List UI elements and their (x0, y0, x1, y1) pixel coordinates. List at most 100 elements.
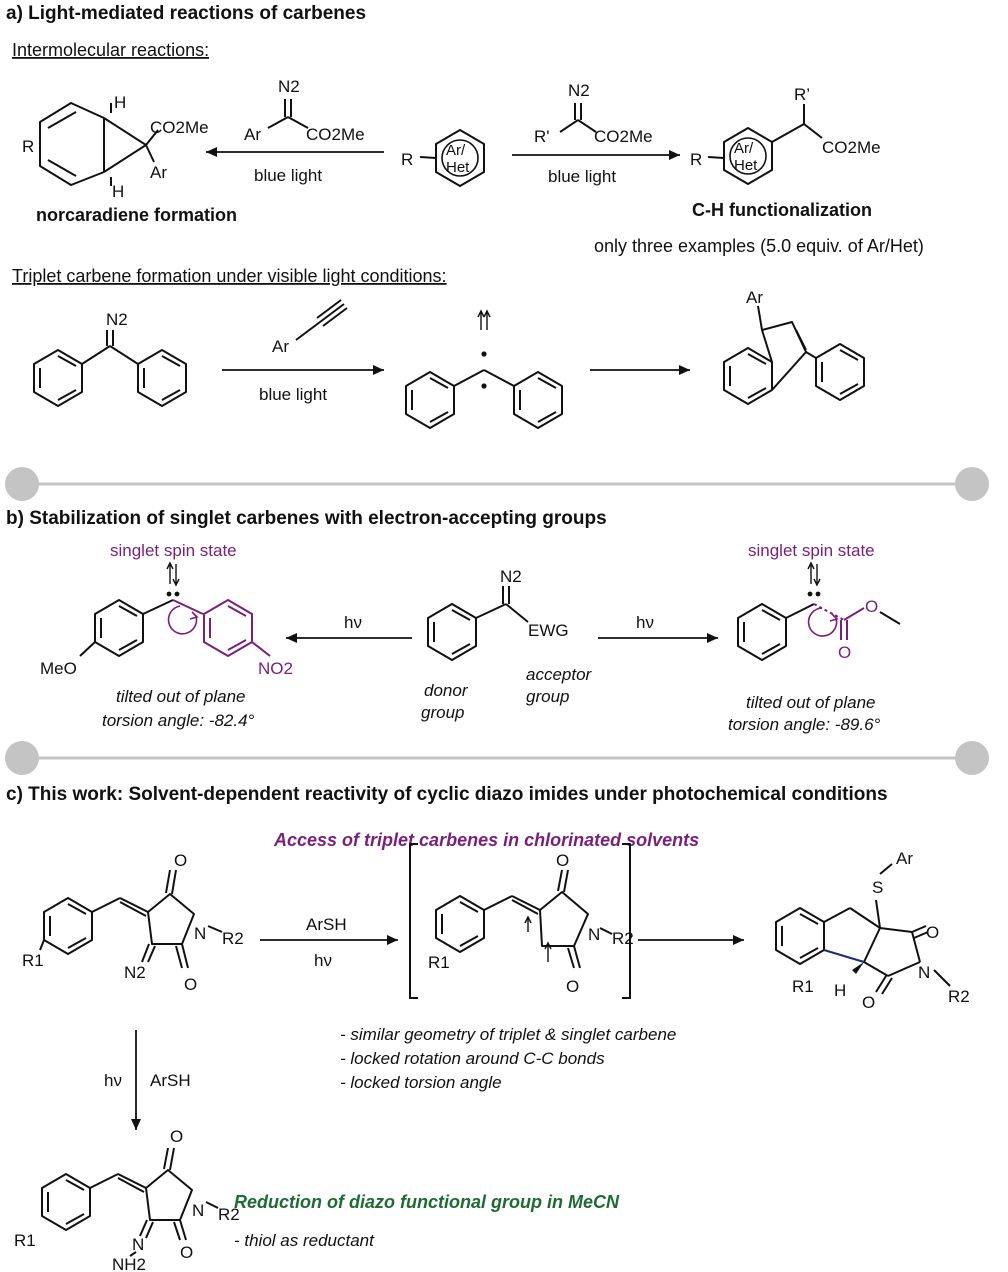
atom-o-top-3: O (926, 923, 939, 942)
diazo-reagent-left: N2 Ar CO2Me (244, 77, 365, 144)
atom-o-carbonyl: O (838, 643, 851, 662)
arsh-top: ArSH (306, 915, 347, 934)
heading-section-b: b) Stabilization of singlet carbenes wit… (6, 508, 607, 529)
arene-substrate: R Ar/ Het (401, 129, 485, 187)
atom-o-top-4: O (170, 1127, 183, 1146)
atom-h-bottom: H (112, 182, 124, 201)
diazo-reagent-right: N2 R' CO2Me (534, 81, 653, 146)
atom-r1-4: R1 (14, 1231, 36, 1250)
bullet-3: - locked torsion angle (340, 1073, 502, 1092)
atom-co2me-right: CO2Me (594, 127, 653, 146)
atom-n-hydrazone: N (132, 1235, 144, 1254)
torsion-right: torsion angle: -89.6° (728, 715, 881, 734)
note-ch: only three examples (5.0 equiv. of Ar/He… (594, 236, 924, 256)
singlet-label-right: singlet spin state (748, 541, 875, 560)
atom-arhet-ar-2: Ar/ (734, 140, 754, 157)
atom-h-top: H (114, 93, 126, 112)
label-norcaradiene: norcaradiene formation (36, 205, 237, 225)
triplet-access: Access of triplet carbenes in chlorinate… (273, 830, 699, 850)
atom-o-bottom-4: O (180, 1243, 193, 1262)
cyclic-diazo-imide: O N R2 O N2 R1 (22, 851, 244, 994)
atom-o-bottom-3: O (862, 993, 875, 1012)
tilted-right: tilted out of plane (746, 693, 875, 712)
triplet-diphenylcarbene (405, 309, 563, 429)
atom-n-4: N (192, 1201, 204, 1220)
atom-rprime: R' (534, 127, 550, 146)
atom-r2-1: R2 (222, 929, 244, 948)
atom-o-bottom-2: O (566, 977, 579, 996)
atom-h-product: H (834, 981, 846, 1000)
atom-o-top-1: O (174, 851, 187, 870)
separator-1-left-dot (5, 467, 39, 501)
atom-co2me-norcaradiene: CO2Me (150, 118, 209, 137)
atom-ewg: EWG (528, 621, 569, 640)
acceptor-group-line1: acceptor (526, 665, 593, 684)
atom-co2me-product: CO2Me (822, 138, 881, 157)
hv-right: hν (636, 613, 654, 632)
indene-product: Ar (723, 288, 865, 405)
atom-r2-4: R2 (218, 1205, 240, 1224)
atom-no2: NO2 (258, 659, 293, 678)
hv-left: hν (344, 613, 362, 632)
triplet-title: Triplet carbene formation under visible … (12, 266, 447, 286)
heading-section-c: c) This work: Solvent-dependent reactivi… (6, 784, 888, 805)
tricyclic-product: S Ar O N R2 O H R1 (775, 849, 970, 1012)
donor-group-line2: group (421, 703, 464, 722)
aryl-alkyne: Ar (272, 299, 348, 356)
atom-r-product: R (690, 150, 702, 169)
atom-n-2: N (588, 925, 600, 944)
atom-n-3: N (918, 963, 930, 982)
singlet-carbene-nitro: MeO NO2 (40, 561, 293, 678)
torsion-left: torsion angle: -82.4° (102, 711, 255, 730)
singlet-carbene-ester: O O (737, 561, 901, 662)
atom-s: S (872, 878, 883, 897)
singlet-label-left: singlet spin state (110, 541, 237, 560)
atom-r-substrate: R (401, 150, 413, 169)
atom-ar-alkyne: Ar (272, 337, 289, 356)
atom-arhet-ar-1: Ar/ (446, 142, 466, 159)
reductant-label: - thiol as reductant (234, 1231, 375, 1250)
atom-rquote: R’ (794, 85, 810, 104)
heading-section-a: a) Light-mediated reactions of carbenes (6, 3, 366, 24)
atom-n2-center: N2 (500, 567, 522, 586)
atom-ar-product: Ar (896, 849, 913, 868)
tilted-left: tilted out of plane (116, 687, 245, 706)
separator-2-right-dot (955, 741, 989, 775)
atom-arhet-het-1: Het (446, 159, 470, 176)
acceptor-group-line2: group (526, 687, 569, 706)
separator-1-right-dot (955, 467, 989, 501)
atom-n2-right: N2 (568, 81, 590, 100)
ch-product: R Ar/ Het R’ CO2Me (690, 85, 881, 185)
atom-n-1: N (194, 924, 206, 943)
norcaradiene-structure: H H R CO2Me Ar (22, 93, 209, 201)
donor-group-line1: donor (424, 681, 469, 700)
label-blue-light-2: blue light (548, 167, 616, 186)
atom-arhet-het-2: Het (734, 157, 758, 174)
atom-r2-3: R2 (948, 987, 970, 1006)
atom-o-ester: O (865, 597, 878, 616)
atom-n2-1: N2 (124, 963, 146, 982)
separator-2-left-dot (5, 741, 39, 775)
atom-ar-left: Ar (244, 125, 261, 144)
donor-acceptor-diazo: N2 EWG (427, 567, 569, 661)
atom-co2me-left: CO2Me (306, 125, 365, 144)
atom-r2-2: R2 (612, 929, 634, 948)
atom-n2-diphenyl: N2 (106, 310, 128, 329)
atom-r1-1: R1 (22, 951, 44, 970)
atom-r1-2: R1 (428, 953, 450, 972)
atom-meo: MeO (40, 659, 77, 678)
atom-ar-indene: Ar (746, 288, 763, 307)
bullet-2: - locked rotation around C-C bonds (340, 1049, 605, 1068)
label-ch-functionalization: C-H functionalization (692, 200, 872, 220)
atom-r1-3: R1 (792, 977, 814, 996)
hydrazone-product: O N R2 O N NH2 R1 (14, 1127, 240, 1272)
bullet-1: - similar geometry of triplet & singlet … (340, 1025, 676, 1044)
diphenyldiazomethane: N2 (33, 310, 187, 407)
atom-n2-left: N2 (278, 77, 300, 96)
bracketed-intermediate: O N R2 O R1 (409, 843, 634, 999)
atom-ar-norcaradiene: Ar (150, 163, 167, 182)
arsh-down: ArSH (150, 1071, 191, 1090)
intermolecular-title: Intermolecular reactions: (12, 40, 209, 60)
label-blue-light-3: blue light (259, 385, 327, 404)
